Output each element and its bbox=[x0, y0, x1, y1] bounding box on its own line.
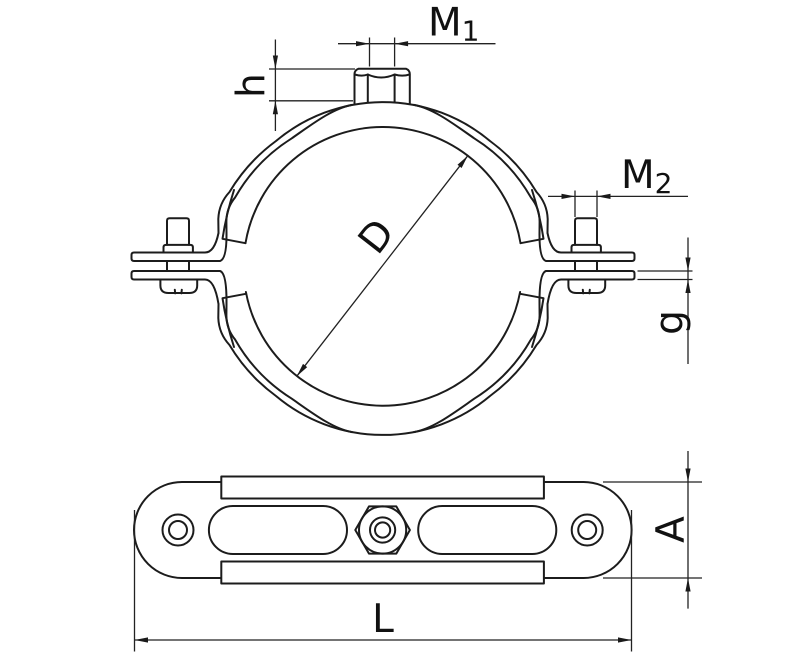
dim-m2-extension-lines bbox=[574, 190, 598, 217]
dim-l-label: L bbox=[372, 597, 394, 642]
bolt-left-washer bbox=[162, 243, 194, 254]
dim-m1-extension-lines bbox=[368, 37, 396, 67]
bolt-left bbox=[159, 217, 199, 295]
dim-g-arrow-bottom bbox=[685, 279, 691, 293]
lower-band-outer-arc bbox=[217, 303, 549, 436]
bolt-right-washer bbox=[570, 243, 602, 254]
dim-m1-arrow-left bbox=[356, 41, 370, 47]
rubber-tab-lower-left bbox=[221, 292, 247, 348]
dim-h-arrow-bottom bbox=[272, 100, 278, 115]
bolt-right-shank bbox=[574, 217, 598, 246]
dim-l-arrow-left bbox=[134, 637, 148, 643]
dim-g-extension-lines bbox=[637, 270, 693, 281]
hole-right-inner-circle bbox=[577, 520, 598, 540]
center-nut-circle-middle bbox=[369, 516, 397, 544]
front-view: M1 M2 h g D bbox=[130, 1, 693, 436]
rubber-tab-upper-right bbox=[519, 189, 545, 245]
bolt-right-nut bbox=[567, 278, 607, 294]
dim-m1: M1 bbox=[338, 1, 496, 67]
rubber-inner-arc-upper bbox=[244, 126, 522, 244]
rubber-end-tabs bbox=[221, 189, 545, 348]
dim-d-arrow-bottom bbox=[296, 363, 308, 377]
dim-h-extension-lines bbox=[269, 68, 355, 102]
dim-a-extension-lines bbox=[603, 481, 702, 579]
dim-a-arrow-top bbox=[685, 468, 691, 482]
dim-d-label: D bbox=[350, 211, 404, 262]
rubber-tab-lower-right bbox=[519, 292, 545, 348]
dim-g-arrow-top bbox=[685, 257, 691, 271]
dim-l-extension-lines bbox=[133, 510, 633, 652]
dim-a-label: A bbox=[649, 516, 694, 543]
rubber-tab-upper-left bbox=[221, 189, 247, 245]
top-hex-nut bbox=[353, 67, 411, 105]
bolt-left-shank bbox=[166, 217, 190, 246]
dim-h: h bbox=[230, 39, 355, 131]
dim-g-label: g bbox=[648, 310, 693, 335]
m1-label-subscript: 1 bbox=[462, 15, 480, 48]
dim-m1-label: M1 bbox=[428, 1, 479, 48]
bolt-right-nut-marks bbox=[581, 288, 591, 295]
hole-left bbox=[161, 513, 195, 547]
flange-plate-upper-left bbox=[130, 232, 228, 262]
dim-m1-arrow-right bbox=[394, 41, 409, 47]
dim-h-arrow-top bbox=[272, 55, 278, 69]
bolt-left-shank-gap bbox=[166, 260, 190, 272]
hole-left-outer-circle bbox=[161, 513, 195, 547]
top-nut-facet-lines bbox=[366, 73, 396, 104]
top-nut-chamfer-sides bbox=[353, 73, 411, 77]
hole-right bbox=[570, 513, 604, 547]
slot-left bbox=[207, 505, 348, 555]
flange-plate-upper-right bbox=[538, 232, 636, 262]
dim-m2-arrow-left bbox=[561, 193, 575, 199]
center-nut-top-view bbox=[354, 505, 411, 555]
upper-band-outer-arc bbox=[217, 101, 549, 234]
center-nut-circle-inner bbox=[374, 521, 392, 539]
dim-l-arrow-right bbox=[618, 637, 632, 643]
dim-l: L bbox=[133, 510, 633, 652]
top-view: A L bbox=[133, 451, 702, 652]
dim-a: A bbox=[603, 451, 702, 609]
hole-right-outer-circle bbox=[570, 513, 604, 547]
top-nut-chamfer-center bbox=[366, 73, 396, 79]
rubber-inner-arc-lower bbox=[244, 291, 522, 407]
flange-plate-lower-right bbox=[538, 270, 636, 305]
band-top-rect bbox=[220, 475, 545, 500]
dim-g: g bbox=[637, 237, 693, 364]
dim-a-arrow-bottom bbox=[685, 578, 691, 592]
dim-m2-arrow-right bbox=[597, 193, 611, 199]
dim-m2: M2 bbox=[548, 153, 688, 217]
m2-label-base: M bbox=[621, 153, 655, 198]
dim-h-label: h bbox=[230, 73, 275, 98]
dim-d: D bbox=[296, 155, 469, 377]
top-nut-body bbox=[353, 67, 411, 105]
center-nut-hexagon bbox=[354, 505, 411, 555]
bolt-right-shank-gap bbox=[574, 260, 598, 272]
bolt-left-nut bbox=[159, 278, 199, 294]
bolt-left-nut-marks bbox=[173, 288, 183, 295]
flange-plate-lower-left bbox=[130, 270, 228, 305]
bolt-right bbox=[567, 217, 607, 295]
dim-d-line bbox=[296, 155, 469, 377]
dim-d-arrow-top bbox=[457, 155, 468, 168]
center-nut-circle-outer bbox=[358, 505, 408, 555]
m2-label-subscript: 2 bbox=[655, 167, 673, 200]
dim-m2-label: M2 bbox=[621, 153, 672, 200]
hole-left-inner-circle bbox=[168, 520, 188, 540]
slot-right bbox=[417, 505, 558, 555]
m1-label-base: M bbox=[428, 1, 462, 46]
band-bottom-rect bbox=[220, 560, 545, 585]
